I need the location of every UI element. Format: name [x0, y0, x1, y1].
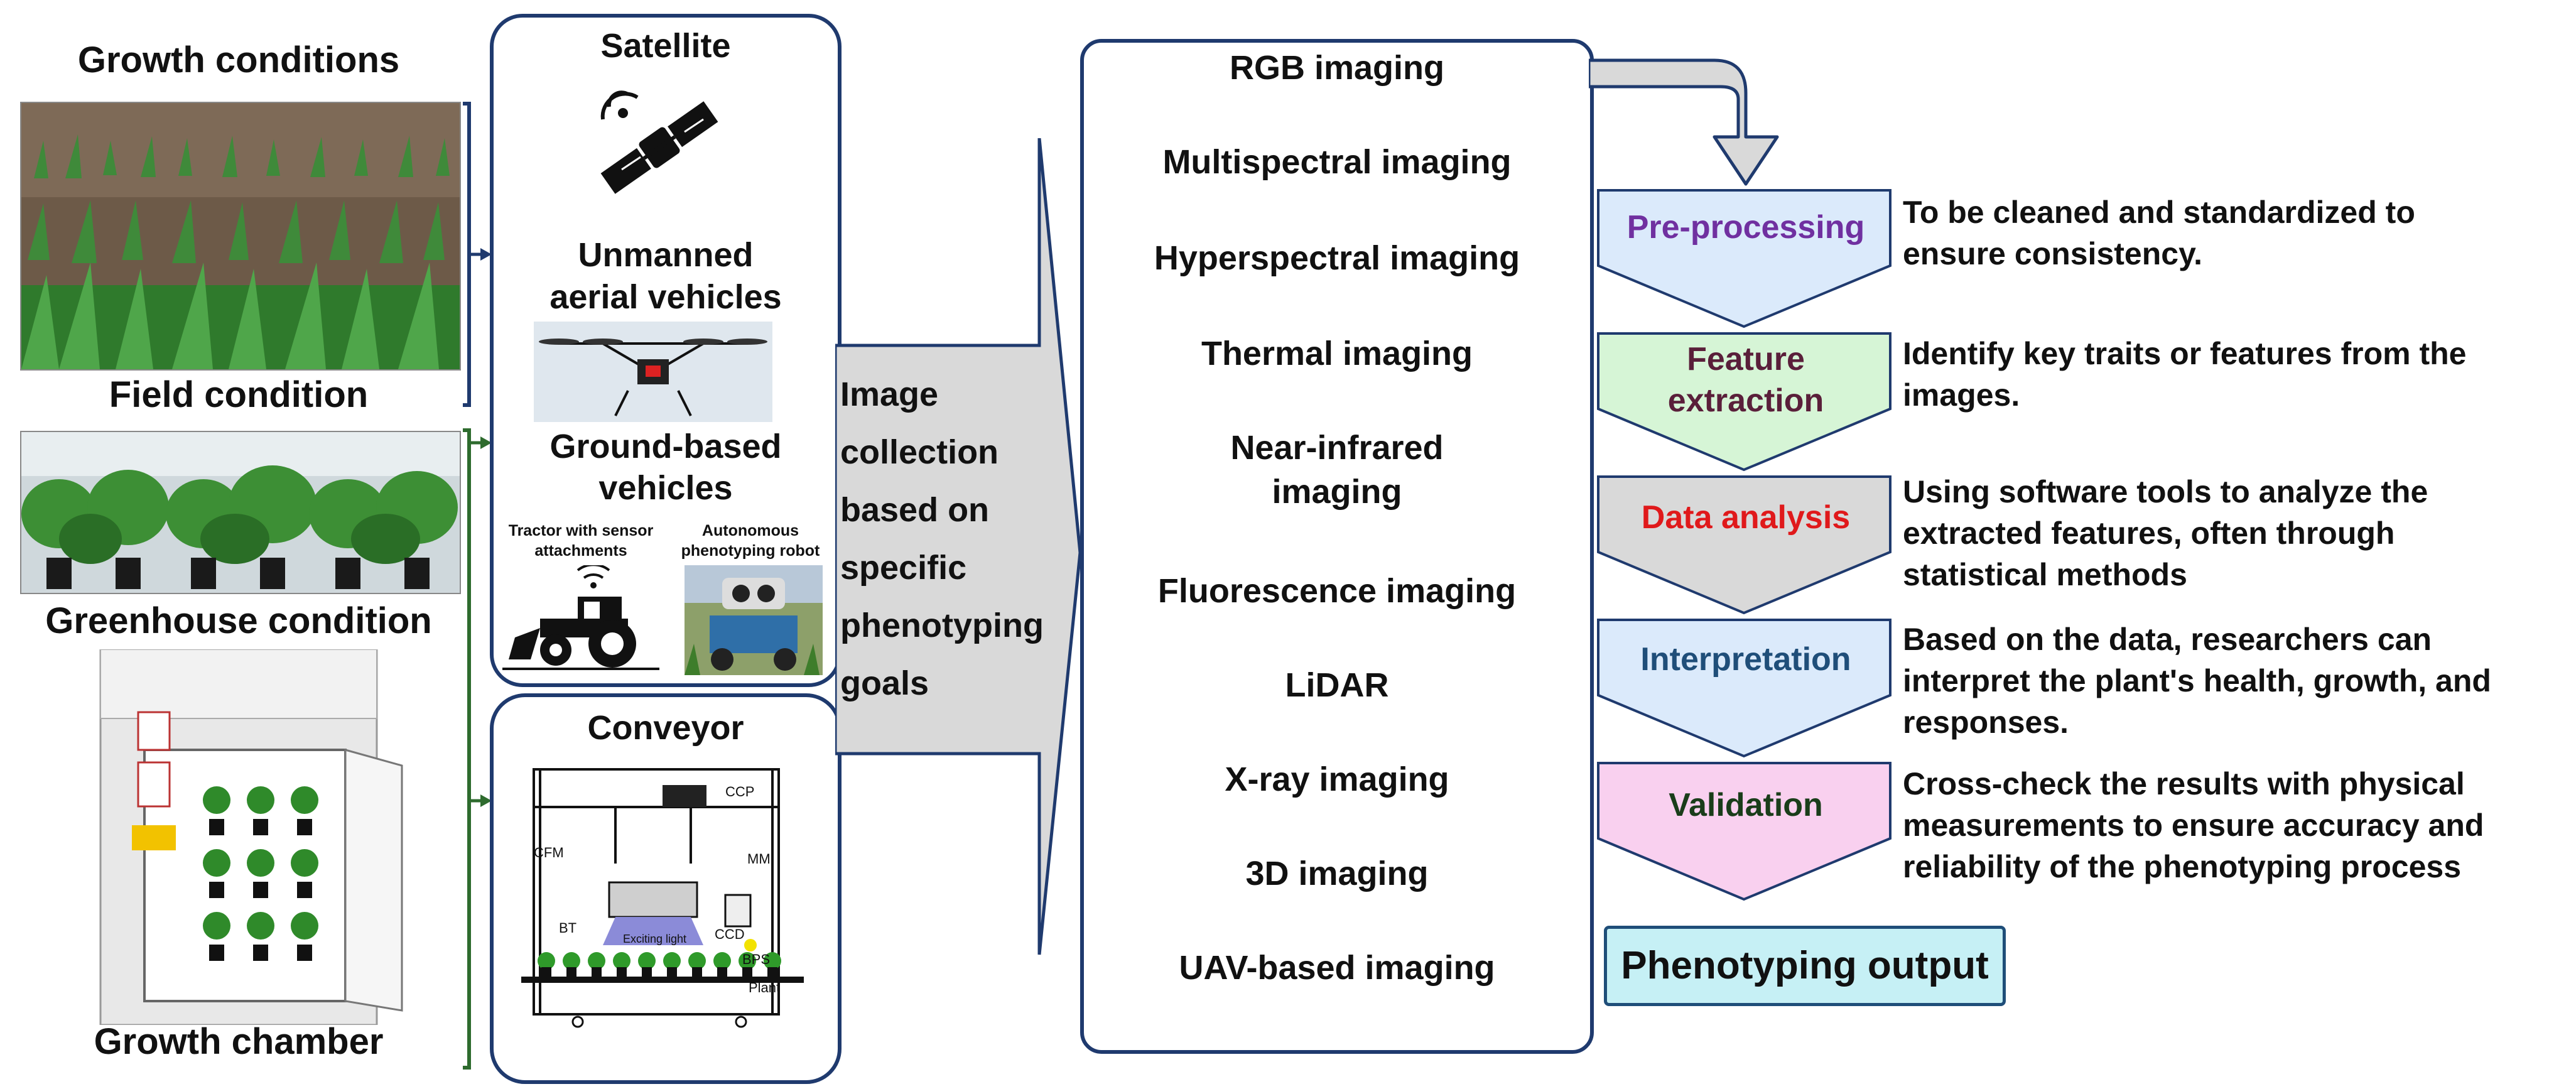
uav-label-line1: Unmanned: [578, 236, 754, 274]
field-condition-label: Field condition: [109, 374, 369, 415]
imaging-item-3d: 3D imaging: [1245, 855, 1429, 892]
step-preprocessing-label: Pre-processing: [1626, 209, 1865, 246]
desc-line: interpret the plant's health, growth, an…: [1903, 663, 2491, 698]
imaging-item-hyperspectral: Hyperspectral imaging: [1154, 239, 1520, 277]
step-feature-extraction-label-line2: extraction: [1667, 382, 1824, 419]
funnel-line: Image: [840, 376, 939, 413]
imaging-techniques-box: [1080, 39, 1594, 1054]
cfm-label: CFM: [534, 845, 564, 860]
ccd-label: CCD: [715, 926, 745, 942]
growth-chamber-photo: [88, 648, 414, 1026]
step-data-analysis-desc: Using software tools to analyze the extr…: [1903, 471, 2568, 595]
step-feature-extraction-desc: Identify key traits or features from the…: [1903, 333, 2568, 416]
desc-line: extracted features, often through: [1903, 516, 2395, 551]
satellite-icon: [600, 90, 718, 194]
step-validation-desc: Cross-check the results with physical me…: [1903, 763, 2568, 887]
desc-line: Cross-check the results with physical: [1903, 766, 2465, 801]
imaging-item-nir-line2: imaging: [1272, 473, 1402, 511]
exciting-light-label: Exciting light: [623, 933, 686, 945]
imaging-item-fluorescence: Fluorescence imaging: [1157, 572, 1517, 610]
funnel-line: collection: [840, 433, 999, 471]
desc-line: reliability of the phenotyping process: [1903, 849, 2462, 884]
imaging-item-xray: X-ray imaging: [1225, 761, 1449, 798]
uav-label-line2: aerial vehicles: [549, 278, 782, 316]
funnel-line: based on: [840, 491, 990, 529]
funnel-line: phenotyping: [840, 607, 1044, 644]
bps-label: BPS: [742, 951, 770, 967]
step-validation-label: Validation: [1669, 787, 1823, 823]
imaging-item-nir-line1: Near-infrared: [1230, 429, 1444, 467]
mm-label: MM: [747, 851, 771, 867]
imaging-item-uav: UAV-based imaging: [1179, 949, 1495, 987]
step-feature-extraction-label-line1: Feature: [1687, 341, 1805, 377]
desc-line: Using software tools to analyze the: [1903, 474, 2428, 509]
imaging-item-multispectral: Multispectral imaging: [1162, 143, 1512, 181]
ground-label-line1: Ground-based: [549, 428, 782, 465]
conveyor-diagram: CCP CFM MM BT CCD Exciting light BPS Pla…: [521, 768, 804, 1028]
desc-line: measurements to ensure accuracy and: [1903, 808, 2484, 843]
robot-label-line1: Autonomous: [701, 522, 799, 539]
conveyor-label: Conveyor: [587, 709, 744, 747]
robot-icon: [685, 565, 823, 675]
step-data-analysis-label: Data analysis: [1641, 499, 1851, 536]
condition-brackets: [463, 102, 492, 1070]
desc-line: Based on the data, researchers can: [1903, 622, 2432, 657]
desc-line: ensure consistency.: [1903, 236, 2203, 271]
tractor-label-line1: Tractor with sensor: [508, 522, 654, 539]
desc-line: images.: [1903, 377, 2020, 413]
growth-conditions-title: Growth conditions: [77, 40, 400, 80]
step-interpretation-label: Interpretation: [1640, 641, 1851, 678]
desc-line: Identify key traits or features from the: [1903, 336, 2467, 371]
desc-line: To be cleaned and standardized to: [1903, 195, 2415, 230]
funnel-arrow: [835, 138, 1082, 955]
ccp-label: CCP: [725, 784, 754, 799]
imaging-item-rgb: RGB imaging: [1229, 49, 1444, 87]
ground-label-line2: vehicles: [598, 469, 733, 507]
tractor-icon: [502, 565, 659, 670]
robot-label-line2: phenotyping robot: [681, 542, 820, 560]
greenhouse-photo: [20, 431, 461, 594]
phenotyping-output-box: Phenotyping output: [1604, 926, 2006, 1006]
field-photo: [20, 102, 461, 371]
plant-label: Plant: [749, 980, 780, 995]
tractor-label-line2: attachments: [534, 542, 627, 560]
imaging-item-lidar: LiDAR: [1285, 666, 1389, 704]
step-interpretation-desc: Based on the data, researchers can inter…: [1903, 619, 2568, 743]
drone-icon: [534, 322, 772, 422]
greenhouse-condition-label: Greenhouse condition: [45, 600, 432, 641]
funnel-line: specific: [840, 549, 967, 587]
imaging-item-thermal: Thermal imaging: [1201, 335, 1473, 372]
funnel-text: Image collection based on specific pheno…: [840, 366, 1047, 712]
step-preprocessing-desc: To be cleaned and standardized to ensure…: [1903, 192, 2568, 274]
satellite-label: Satellite: [600, 27, 731, 65]
desc-line: responses.: [1903, 705, 2069, 740]
pipeline-shapes: [1597, 189, 1891, 901]
funnel-line: goals: [840, 664, 929, 702]
bent-arrow: [1589, 58, 1779, 186]
growth-chamber-label: Growth chamber: [94, 1021, 384, 1062]
bt-label: BT: [559, 920, 576, 936]
desc-line: statistical methods: [1903, 557, 2187, 592]
